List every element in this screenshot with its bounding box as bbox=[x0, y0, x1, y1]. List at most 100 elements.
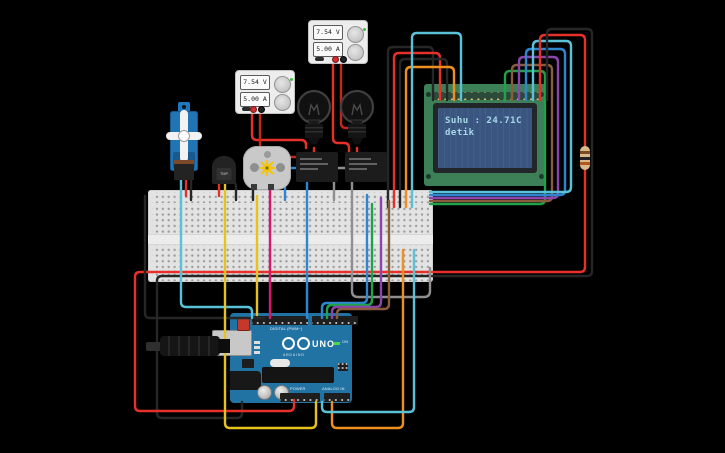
wire-relay2-signal[interactable] bbox=[350, 180, 432, 299]
current-knob[interactable] bbox=[347, 44, 364, 61]
relay-1[interactable] bbox=[296, 152, 338, 182]
wire-lcd-d6[interactable] bbox=[428, 55, 560, 200]
lcd-line1: Suhu : 24.71C bbox=[445, 116, 522, 126]
wire-lcd-rs[interactable] bbox=[404, 65, 456, 209]
relay-2[interactable] bbox=[345, 152, 387, 182]
power-supply-1[interactable]: 7.54 V 5.00 A bbox=[308, 20, 368, 64]
wire-ps2-to-bulb1[interactable] bbox=[250, 104, 308, 150]
brand-label: ARDUINO bbox=[283, 353, 305, 357]
positive-terminal[interactable] bbox=[250, 106, 257, 113]
current-display: 5.00 A bbox=[240, 92, 270, 107]
digital-pin-header-left[interactable] bbox=[252, 316, 308, 325]
breadboard-lower-bank[interactable] bbox=[152, 245, 429, 270]
wire-lcd-vcc-left[interactable] bbox=[392, 51, 442, 209]
servo-connector bbox=[174, 164, 194, 180]
power-supply-2[interactable]: 7.54 V 5.00 A bbox=[235, 70, 295, 114]
wire-lcd-backlight-sig[interactable] bbox=[428, 39, 573, 194]
wire-servo-signal[interactable] bbox=[179, 175, 254, 320]
power-label: POWER bbox=[290, 387, 306, 392]
wire-bottom-rail-5v[interactable] bbox=[133, 265, 587, 413]
dc-motor[interactable] bbox=[243, 146, 291, 190]
light-bulb-2[interactable] bbox=[339, 86, 375, 148]
mounting-hole bbox=[539, 174, 544, 179]
wire-ps1-to-bulb2[interactable] bbox=[339, 54, 354, 130]
voltage-knob[interactable] bbox=[347, 26, 364, 43]
power-pin-header[interactable] bbox=[280, 393, 320, 402]
lcd-16x2[interactable]: Suhu : 24.71C detik bbox=[424, 84, 546, 186]
mounting-hole bbox=[426, 174, 431, 179]
power-led bbox=[334, 342, 340, 345]
voltage-regulator bbox=[242, 359, 254, 368]
current-knob[interactable] bbox=[274, 94, 291, 111]
infinity-ring-icon bbox=[297, 337, 310, 350]
lcd-line2: detik bbox=[445, 128, 475, 138]
breadboard-top-rail[interactable] bbox=[152, 192, 429, 203]
tmp36-sensor[interactable]: TMP bbox=[212, 156, 236, 184]
wire-tmp-signal-to-analog[interactable] bbox=[223, 180, 318, 430]
crystal-oscillator bbox=[270, 359, 290, 367]
lcd-bezel: Suhu : 24.71C detik bbox=[433, 103, 537, 173]
led-tx bbox=[254, 346, 260, 349]
tmp36-label: TMP bbox=[216, 168, 232, 180]
wire-bundle-purple[interactable] bbox=[330, 196, 383, 320]
motor-terminal[interactable] bbox=[268, 184, 274, 190]
current-display: 5.00 A bbox=[313, 42, 343, 57]
digital-label: DIGITAL (PWM~) bbox=[270, 327, 303, 332]
voltage-display: 7.54 V bbox=[240, 75, 270, 90]
analog-label: ANALOG IN bbox=[322, 387, 345, 392]
usb-cable-plug[interactable] bbox=[146, 336, 230, 356]
lcd-screen: Suhu : 24.71C detik bbox=[438, 108, 532, 168]
wire-bundle-brown[interactable] bbox=[335, 199, 391, 320]
wire-bundle-blue[interactable] bbox=[320, 193, 369, 320]
wire-lcd-d4[interactable] bbox=[428, 69, 547, 206]
wire-lcd-gnd-left[interactable] bbox=[386, 45, 435, 209]
lcd-pin-header[interactable] bbox=[433, 92, 539, 100]
motor-gear-icon bbox=[259, 160, 275, 176]
motor-terminal[interactable] bbox=[251, 184, 257, 190]
wire-ps1-to-relay2[interactable] bbox=[331, 54, 351, 154]
infinity-ring-icon bbox=[282, 337, 295, 350]
voltage-knob[interactable] bbox=[274, 76, 291, 93]
indicator-led bbox=[290, 78, 293, 81]
negative-terminal[interactable] bbox=[340, 56, 347, 63]
capacitor bbox=[257, 385, 272, 400]
wire-lcd-led-plus[interactable] bbox=[538, 33, 587, 269]
on-label: ON bbox=[342, 340, 349, 345]
power-switch[interactable] bbox=[242, 107, 251, 111]
wire-lcd-d7[interactable] bbox=[428, 47, 567, 197]
breadboard-center-channel bbox=[148, 234, 433, 245]
light-bulb-1[interactable] bbox=[296, 86, 332, 148]
arduino-uno-board[interactable]: DIGITAL (PWM~) UNO ARDUINO ON POWER ANAL… bbox=[212, 313, 358, 403]
wire-bundle-green[interactable] bbox=[325, 202, 374, 320]
wire-analog-cyan[interactable] bbox=[320, 248, 416, 414]
negative-terminal[interactable] bbox=[258, 106, 265, 113]
breadboard[interactable] bbox=[148, 190, 433, 282]
wire-lcd-enable[interactable] bbox=[410, 31, 463, 209]
wire-lcd-contrast[interactable] bbox=[398, 57, 449, 209]
wire-lcd-d5[interactable] bbox=[428, 63, 554, 203]
servo-motor[interactable] bbox=[166, 102, 202, 182]
resistor[interactable] bbox=[580, 146, 590, 170]
motor-hole bbox=[250, 163, 259, 172]
wire-digital-gnd-to-rail[interactable] bbox=[143, 194, 266, 320]
model-label: UNO bbox=[312, 338, 335, 349]
voltage-display: 7.54 V bbox=[313, 25, 343, 40]
servo-screw bbox=[182, 105, 186, 109]
digital-pin-header-right[interactable] bbox=[312, 316, 358, 325]
arduino-logo: UNO bbox=[282, 337, 335, 350]
servo-horn-hub bbox=[178, 130, 190, 142]
analog-pin-header[interactable] bbox=[324, 393, 350, 402]
icsp-header bbox=[338, 363, 348, 371]
servo-connector-top bbox=[174, 160, 194, 164]
wire-analog-orange[interactable] bbox=[330, 248, 405, 430]
power-switch[interactable] bbox=[315, 57, 324, 61]
breadboard-upper-bank[interactable] bbox=[152, 204, 429, 233]
positive-terminal[interactable] bbox=[332, 56, 339, 63]
usb-plug-neck bbox=[218, 339, 230, 353]
power-jack bbox=[230, 371, 261, 390]
usb-plug-body bbox=[160, 336, 220, 356]
led-rx bbox=[254, 351, 260, 354]
indicator-led bbox=[363, 28, 366, 31]
